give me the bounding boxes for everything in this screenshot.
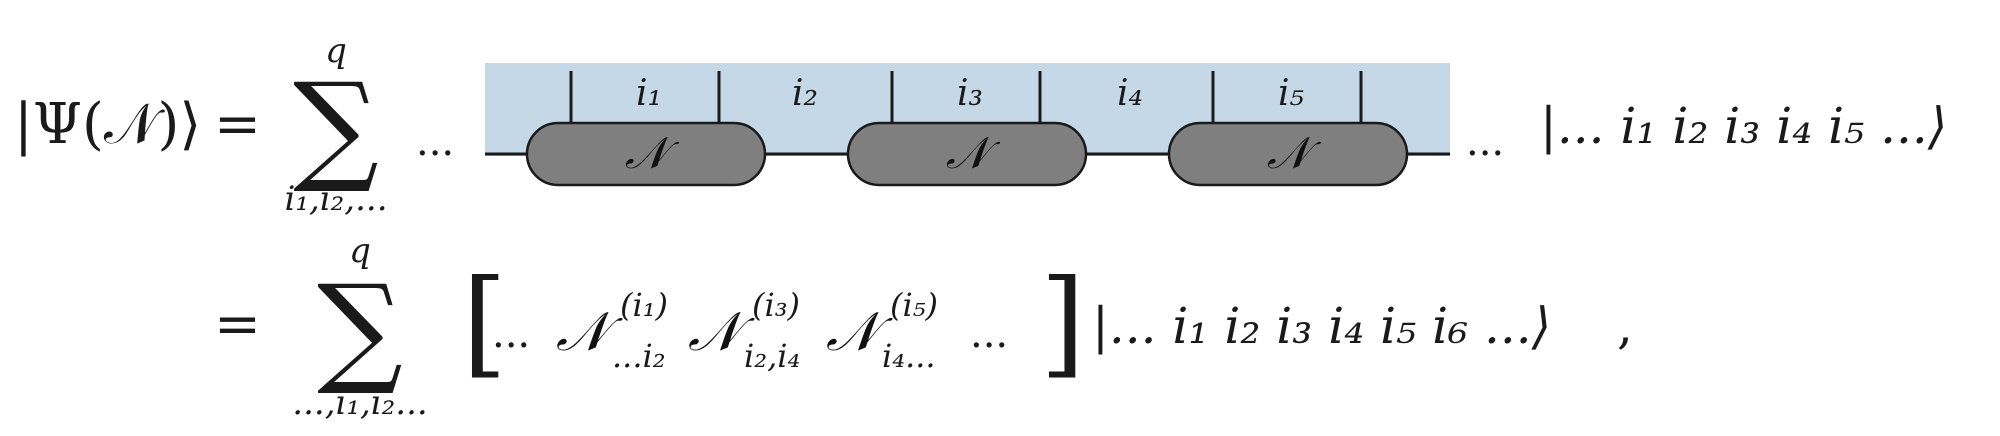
- sum-upper-1: q: [325, 31, 347, 71]
- right-dots: ...: [1466, 119, 1504, 165]
- ket-row2: |... i₁ i₂ i₃ i₄ i₅ i₆ ...⟩: [1092, 297, 1551, 355]
- equals-sign-1: =: [214, 92, 261, 157]
- tensor-term-sup: (i₃): [752, 286, 800, 324]
- equals-sign-2: =: [214, 292, 261, 357]
- left-dots: ...: [416, 119, 454, 165]
- sum-lower-1: i₁,i₂,...: [284, 179, 387, 219]
- mps-diagram: 𝒩 𝒩 𝒩 i₁ i₂ i₃ i₄ i₅: [485, 63, 1450, 187]
- leg-label: i₁: [636, 73, 662, 114]
- tensor-node: [525, 121, 767, 187]
- tensor-term-sub: i₂,i₄: [744, 337, 800, 375]
- tensor-term-sup: (i₁): [620, 286, 668, 324]
- state-lhs: |Ψ(𝒩)⟩: [14, 92, 201, 157]
- tensor-node: [846, 121, 1088, 187]
- tensor-term-sup: (i₅): [890, 286, 938, 324]
- sum-lower-2: ...,i₁,i₂...: [292, 383, 427, 423]
- tensor-node: [1167, 121, 1409, 187]
- bracket-open: [: [462, 255, 507, 390]
- ket-row1: |... i₁ i₂ i₃ i₄ i₅ ...⟩: [1540, 97, 1947, 155]
- trailing-comma: ,: [1617, 297, 1633, 355]
- tensor-term-sub: i₄...: [882, 337, 936, 375]
- leg-label: i₄: [1117, 73, 1143, 114]
- tensor-term-sub: ...i₂: [612, 337, 666, 375]
- sum-symbol-1: ∑: [293, 58, 379, 197]
- leg-label: i₂: [792, 73, 818, 114]
- sum-symbol-2: ∑: [317, 260, 403, 399]
- sum-upper-2: q: [349, 231, 371, 271]
- leading-dots: ...: [492, 311, 530, 357]
- leg-label: i₅: [1278, 73, 1304, 114]
- bracket-close: ]: [1040, 255, 1085, 390]
- leg-label: i₃: [957, 73, 983, 114]
- trailing-dots: ...: [970, 311, 1008, 357]
